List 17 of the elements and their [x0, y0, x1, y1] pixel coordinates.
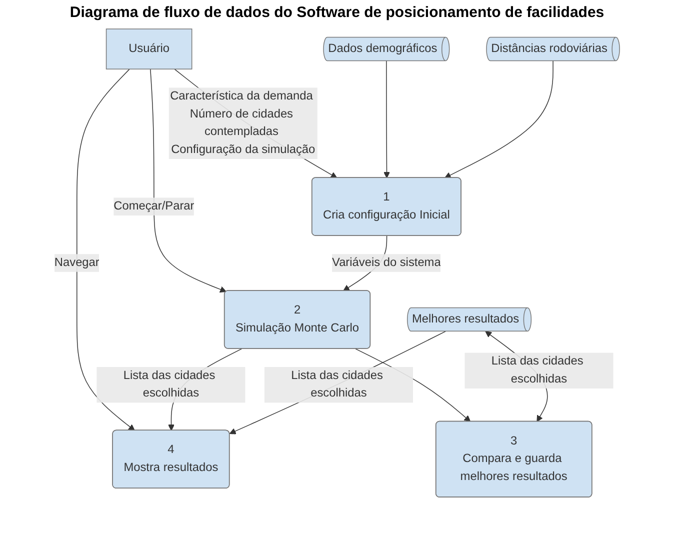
edge-label: Característica da demanda Número de cidades contempladas Configuração da simulação: [170, 90, 316, 156]
arrow: [229, 330, 446, 434]
arrow: [76, 68, 135, 431]
arrow: [444, 60, 554, 178]
edge-label: Lista das cidades escolhidas: [123, 369, 216, 400]
node-text: Melhores resultados: [412, 312, 520, 326]
arrow: [383, 60, 390, 178]
diagram-title: Diagrama de fluxo de dados do Software de posicionamento de facilidades: [68, 4, 606, 21]
node-text: Dados demográficos: [328, 42, 438, 55]
edge-label: Variáveis do sistema: [332, 256, 441, 269]
edge-label: Navegar: [54, 256, 100, 269]
edge-label: Lista das cidades escolhidas: [291, 369, 383, 400]
edge-label: Começar/Parar: [114, 200, 194, 212]
node-text: Distâncias rodoviárias: [491, 42, 608, 55]
edge-label: Lista das cidades escolhidas: [491, 355, 584, 386]
arrow: [150, 68, 226, 293]
node-box: Usuário: [106, 28, 192, 70]
